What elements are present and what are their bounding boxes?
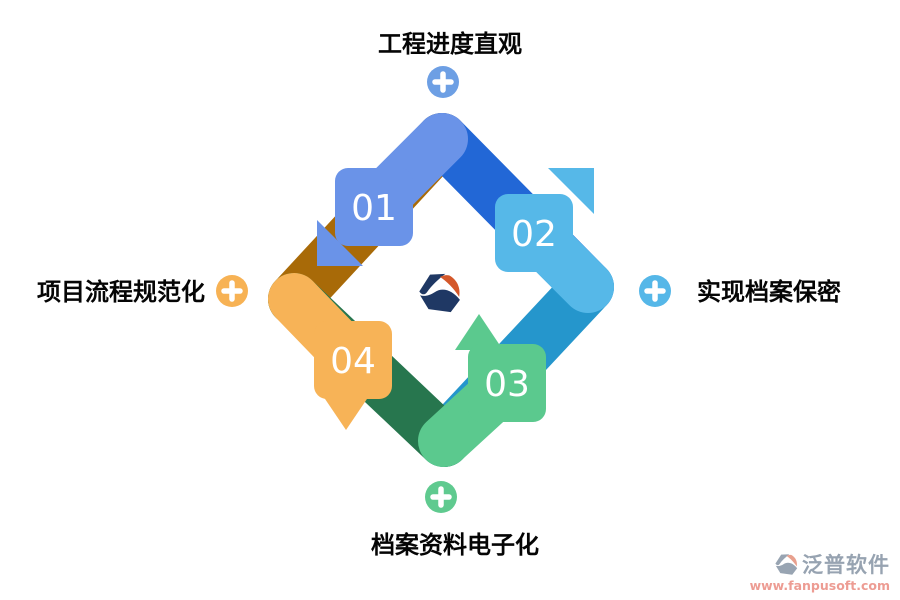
- step-number-04: 04: [330, 341, 376, 382]
- plus-icon: [639, 275, 671, 307]
- label-right: 实现档案保密: [697, 278, 841, 306]
- arrow-head-02: [548, 168, 594, 214]
- watermark-brand: 泛普软件: [802, 553, 890, 577]
- cycle-diagram: 01 02 03 04: [268, 113, 614, 467]
- plus-glyph: [221, 280, 243, 302]
- arrow-head-04: [321, 393, 371, 430]
- step-number-01: 01: [351, 188, 397, 229]
- step-number-03: 03: [484, 364, 530, 405]
- arrow-head-03: [455, 314, 503, 350]
- logo-body: [420, 289, 460, 313]
- watermark: 泛普软件 www.fanpusoft.com: [750, 549, 890, 593]
- plus-icon: [427, 66, 459, 98]
- plus-icon: [216, 275, 248, 307]
- plus-glyph: [432, 71, 454, 93]
- cycle-step-04: 04: [268, 273, 392, 430]
- plus-glyph: [644, 280, 666, 302]
- cycle-step-02: 02: [495, 168, 614, 313]
- logo-wedge: [419, 273, 446, 295]
- watermark-logo-body: [775, 562, 798, 575]
- step-plate-03: [468, 344, 546, 422]
- cycle-step-01: 01: [317, 113, 468, 266]
- label-top: 工程进度直观: [378, 30, 522, 58]
- cycle-step-03: 03: [418, 314, 546, 467]
- watermark-logo-petal: [786, 554, 797, 567]
- plus-icon: [425, 481, 457, 513]
- step-plate-02: [495, 194, 573, 272]
- fanpu-logo-icon: [419, 273, 460, 313]
- watermark-url: www.fanpusoft.com: [749, 578, 890, 593]
- step-plate-01: [335, 168, 413, 246]
- logo-petal: [440, 275, 460, 297]
- step-number-02: 02: [511, 214, 557, 255]
- watermark-logo-wedge: [775, 553, 790, 565]
- label-bottom: 档案资料电子化: [371, 531, 539, 559]
- label-left: 项目流程规范化: [37, 278, 205, 306]
- watermark-logo-icon: [775, 553, 798, 575]
- step-plate-04: [314, 321, 392, 399]
- plus-glyph: [430, 486, 452, 508]
